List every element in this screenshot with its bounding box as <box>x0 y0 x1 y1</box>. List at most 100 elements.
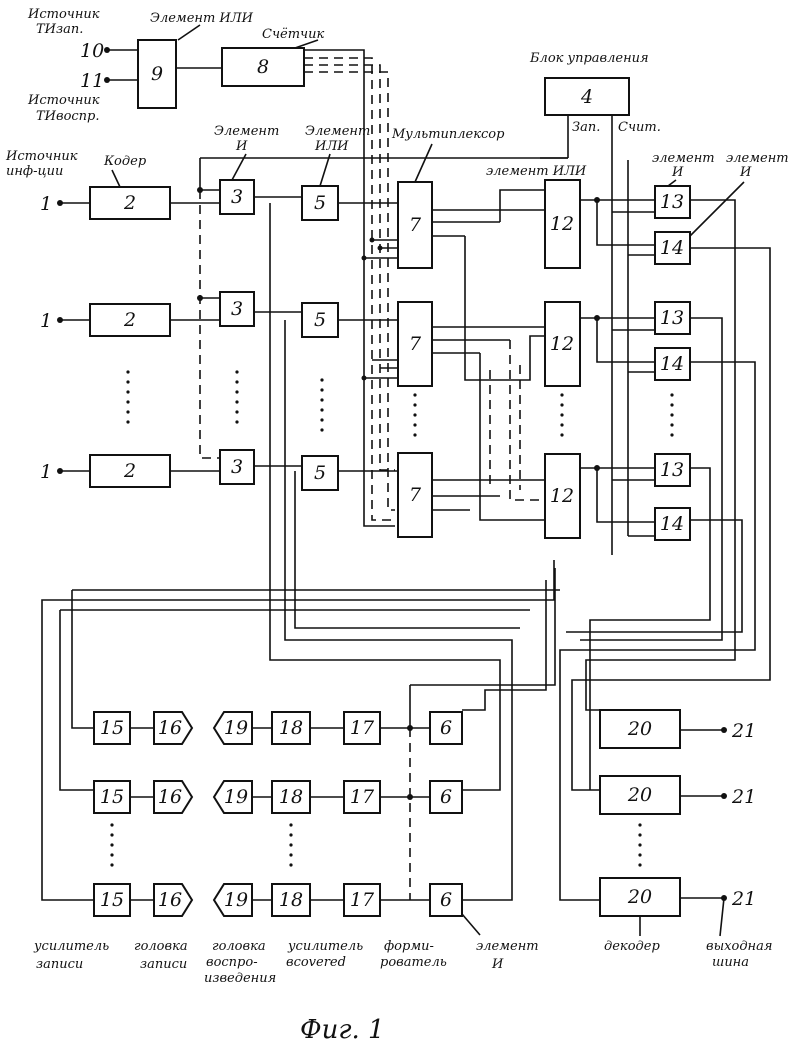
shaper17-number: 17 <box>350 786 375 808</box>
and3-label-line1: Элемент <box>214 124 279 139</box>
ellipsis-dot <box>289 833 292 836</box>
play-amp-label-line2: вcovered <box>286 955 346 970</box>
play-head-label-line3: изведения <box>204 971 276 986</box>
ellipsis-dot <box>110 843 113 846</box>
ellipsis-dot <box>560 413 563 416</box>
info-source-label-line1: Источник <box>5 149 78 164</box>
rec-head16-number: 16 <box>158 717 182 739</box>
ellipsis-dot <box>126 370 129 373</box>
output21-number: 21 <box>731 786 756 808</box>
ellipsis-dot <box>560 403 563 406</box>
ellipsis-dot <box>126 420 129 423</box>
or5-number: 5 <box>314 462 326 484</box>
rec-head16-number: 16 <box>158 786 182 808</box>
and14-label-line1: элемент <box>726 151 789 166</box>
and13-label-line1: элемент <box>652 151 715 166</box>
ellipsis-dot <box>413 423 416 426</box>
ellipsis-dot <box>638 853 641 856</box>
blocks <box>90 40 690 916</box>
rec-amp-label-line1: усилитель <box>33 939 109 954</box>
mux7-number: 7 <box>409 214 422 236</box>
and3-number: 3 <box>231 298 243 320</box>
rec-head-label-line1: головка <box>134 939 188 954</box>
ellipsis-dot <box>670 393 673 396</box>
and6-number: 6 <box>440 889 452 911</box>
or5-label-line1: Элемент <box>305 124 370 139</box>
play-amp18-number: 18 <box>279 786 303 808</box>
control-label: Блок управления <box>529 51 649 66</box>
rec-head16-number: 16 <box>158 889 182 911</box>
and13-number: 13 <box>660 191 684 213</box>
ellipsis-dot <box>235 420 238 423</box>
ellipsis-dots <box>110 370 673 866</box>
ellipsis-dot <box>110 853 113 856</box>
output21-number: 21 <box>731 720 756 742</box>
play-head19-number: 19 <box>224 889 248 911</box>
ellipsis-dot <box>235 380 238 383</box>
and3-label-line2: И <box>235 139 248 154</box>
ellipsis-dot <box>670 433 673 436</box>
rec-amp15-number: 15 <box>100 786 124 808</box>
ellipsis-dot <box>320 398 323 401</box>
coder2-number: 2 <box>123 309 136 331</box>
ellipsis-dot <box>126 390 129 393</box>
or12-number: 12 <box>550 485 574 507</box>
or5-number: 5 <box>314 309 326 331</box>
write-signal-label: Зап. <box>572 120 600 135</box>
ellipsis-dot <box>289 853 292 856</box>
shaper-label-line1: форми- <box>384 939 434 954</box>
ellipsis-dot <box>413 433 416 436</box>
rec-amp-label-line2: записи <box>36 957 83 972</box>
ellipsis-dot <box>126 380 129 383</box>
play-amp-label-line1: усилитель <box>287 939 363 954</box>
decoder20-number: 20 <box>627 886 652 908</box>
ellipsis-dot <box>235 400 238 403</box>
play-amp18-number: 18 <box>279 889 303 911</box>
counter-label: Счётчик <box>262 27 325 42</box>
and14-label-line2: И <box>739 165 752 180</box>
ellipsis-dot <box>235 370 238 373</box>
play-head-label-line2: воспро- <box>206 955 258 970</box>
ellipsis-dot <box>638 823 641 826</box>
ellipsis-dot <box>560 393 563 396</box>
or12-number: 12 <box>550 213 574 235</box>
decoder20-number: 20 <box>627 718 652 740</box>
and13-number: 13 <box>660 307 684 329</box>
ellipsis-dot <box>126 400 129 403</box>
out-bus-label-line1: выходная <box>706 939 772 954</box>
and6-label-line1: элемент <box>476 939 539 954</box>
and14-number: 14 <box>660 237 684 259</box>
rec-head-label-line2: записи <box>140 957 187 972</box>
play-head19-number: 19 <box>224 717 248 739</box>
ellipsis-dot <box>126 410 129 413</box>
or9-label: Элемент ИЛИ <box>150 11 254 26</box>
counter8-number: 8 <box>257 56 269 78</box>
rec-amp15-number: 15 <box>100 717 124 739</box>
ellipsis-dot <box>320 388 323 391</box>
play-head19-number: 19 <box>224 786 248 808</box>
source10-label-line1: Источник <box>27 7 100 22</box>
ellipsis-dot <box>560 433 563 436</box>
ellipsis-dot <box>413 393 416 396</box>
input1-number: 1 <box>40 461 52 483</box>
decoder-label: декодер <box>604 939 660 954</box>
ellipsis-dot <box>289 843 292 846</box>
ellipsis-dot <box>320 378 323 381</box>
or5-label-line2: ИЛИ <box>314 139 349 154</box>
ellipsis-dot <box>670 423 673 426</box>
shaper17-number: 17 <box>350 889 375 911</box>
and6-number: 6 <box>440 717 452 739</box>
shaper-label-line2: рователь <box>380 955 447 970</box>
ellipsis-dot <box>320 408 323 411</box>
source10-number: 10 <box>80 40 104 62</box>
or5-number: 5 <box>314 192 326 214</box>
input1-number: 1 <box>40 310 52 332</box>
or12-label: элемент ИЛИ <box>486 164 587 179</box>
read-signal-label: Счит. <box>618 120 661 135</box>
play-head-label-line1: головка <box>212 939 266 954</box>
source11-number: 11 <box>80 70 104 92</box>
decoder20-number: 20 <box>627 784 652 806</box>
ellipsis-dot <box>289 863 292 866</box>
mux-label: Мультиплексор <box>391 127 505 142</box>
